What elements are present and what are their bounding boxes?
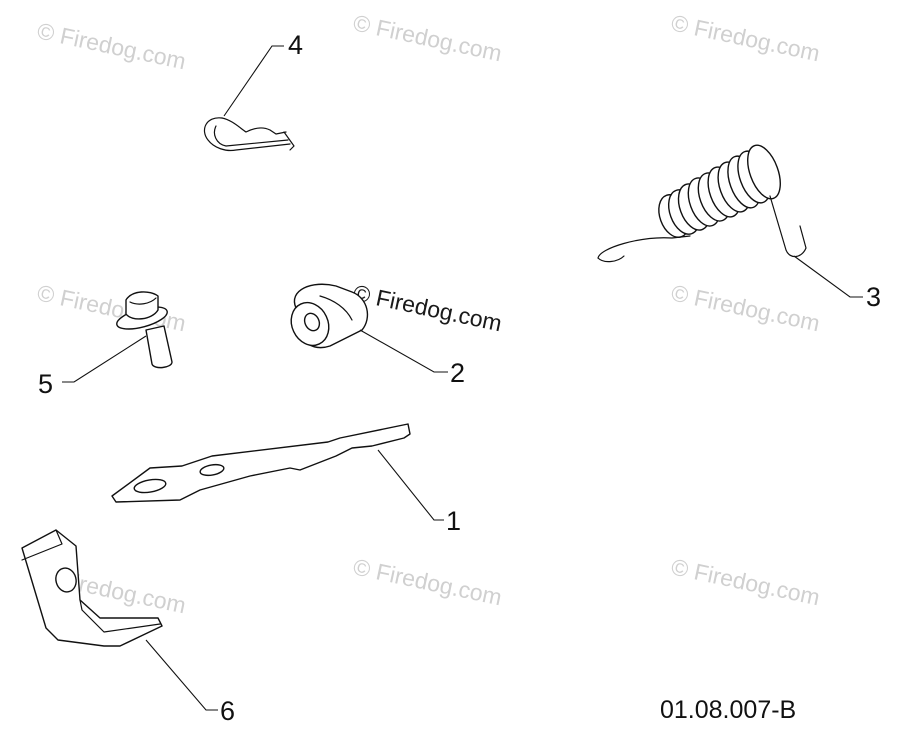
callout-1: 1 [446, 506, 461, 536]
part-6-angle-bracket [21, 529, 163, 647]
leader-5 [62, 335, 147, 383]
drawing-code: 01.08.007-B [660, 696, 796, 724]
callout-5: 5 [38, 369, 53, 399]
watermark: © Firedog.com [35, 279, 188, 336]
watermark-center: © Firedog.com [351, 279, 504, 336]
callout-2: 2 [450, 358, 465, 388]
part-4-hairpin-clip [203, 117, 295, 152]
spring-coils [658, 144, 781, 238]
part-3-extension-spring [597, 144, 807, 263]
callout-3: 3 [866, 282, 881, 312]
callout-4: 4 [288, 30, 303, 60]
part-1-lever-bracket [111, 423, 411, 503]
watermark: © Firedog.com [669, 553, 822, 610]
watermark: © Firedog.com [669, 279, 822, 336]
part-5-flange-bolt [116, 291, 173, 369]
callout-6: 6 [220, 696, 235, 726]
part-2-cam-roller [290, 283, 369, 349]
leader-1 [377, 449, 444, 521]
leader-4 [223, 45, 284, 117]
watermark: © Firedog.com [669, 9, 822, 66]
watermark: © Firedog.com [351, 553, 504, 610]
watermark: © Firedog.com [35, 17, 188, 74]
leader-6 [145, 639, 218, 711]
leader-3 [793, 255, 863, 298]
leader-2 [359, 329, 448, 373]
watermark: © Firedog.com [351, 9, 504, 66]
